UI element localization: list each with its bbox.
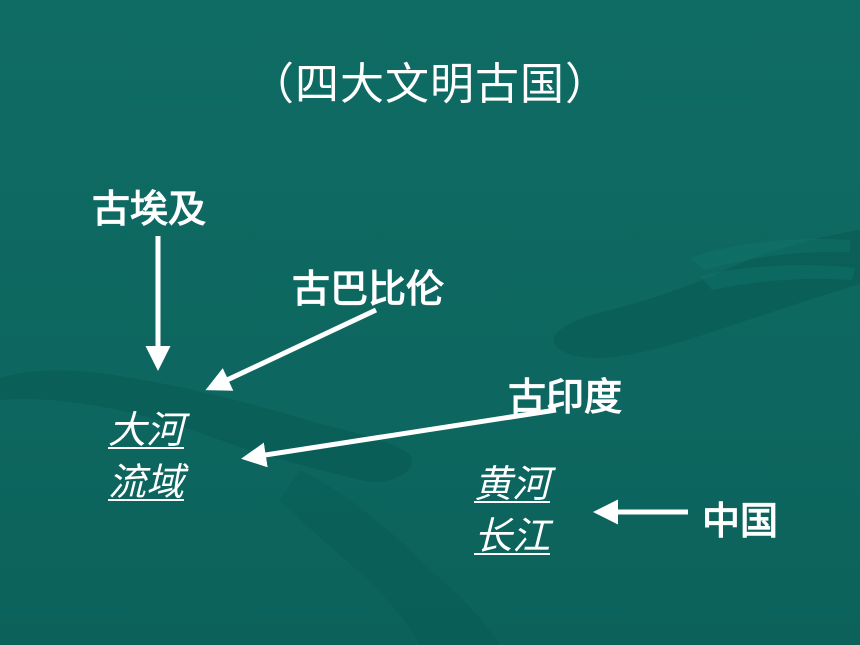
decor-wrist <box>280 470 500 645</box>
arrow-babylon-to-river-valley <box>205 307 378 391</box>
decor-hand-right <box>553 230 860 358</box>
label-ancient-babylon: 古巴比伦 <box>292 267 445 311</box>
label-ancient-egypt: 古埃及 <box>92 187 207 231</box>
region-yellow-yangtze-line-2: 长江 <box>474 514 551 558</box>
decor-fingers <box>690 238 855 290</box>
slide-title: （四大文明古国） <box>250 59 610 110</box>
arrow-india-to-river-valley <box>241 407 557 468</box>
decor-hand-left <box>0 370 412 482</box>
label-ancient-india: 古印度 <box>508 375 623 419</box>
label-china: 中国 <box>702 499 779 543</box>
region-yellow-yangtze-line-1: 黄河 <box>474 462 551 506</box>
region-river-valley-line-1: 大河 <box>108 408 185 452</box>
region-river-valley-line-2: 流域 <box>108 460 185 504</box>
region-yellow-yangtze: 黄河 长江 <box>474 458 550 562</box>
region-river-valley: 大河 流域 <box>108 404 184 508</box>
